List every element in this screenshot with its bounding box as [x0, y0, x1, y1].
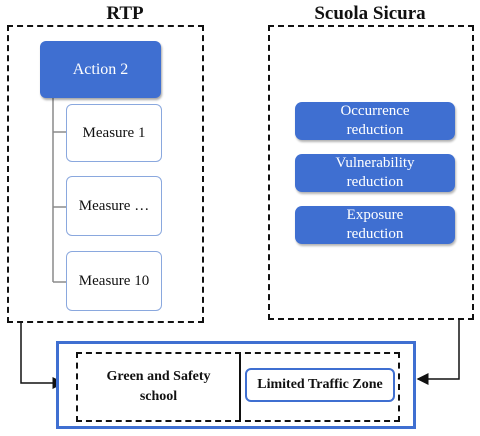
rtp-panel [7, 25, 204, 323]
vulnerability-line1: Vulnerability [335, 155, 415, 171]
vulnerability-reduction-box: Vulnerability reduction [295, 154, 455, 192]
vulnerability-line2: reduction [346, 174, 404, 190]
exposure-reduction-box: Exposure reduction [295, 206, 455, 244]
exposure-line1: Exposure [346, 207, 404, 223]
limited-traffic-zone-box: Limited Traffic Zone [245, 368, 395, 402]
green-line1: Green and Safety [106, 369, 211, 384]
measure-10-box: Measure 10 [66, 251, 162, 311]
green-and-safety-school-label: Green and Safety school [80, 356, 237, 418]
measure-dots-box: Measure … [66, 176, 162, 236]
scuola-sicura-panel [268, 25, 474, 320]
green-line2: school [139, 389, 178, 404]
scuola-sicura-title: Scuola Sicura [314, 3, 426, 24]
bottom-inner-dashed-box [76, 352, 400, 422]
occurrence-line2: reduction [346, 122, 404, 138]
action-2-box: Action 2 [40, 41, 161, 98]
occurrence-reduction-box: Occurrence reduction [295, 102, 455, 140]
exposure-line2: reduction [346, 226, 404, 242]
rtp-title: RTP [106, 3, 144, 24]
occurrence-line1: Occurrence [340, 103, 410, 119]
rtp-to-bottom-arrow [20, 323, 65, 389]
measure-1-box: Measure 1 [66, 104, 162, 162]
bottom-divider [239, 352, 241, 422]
scuola-to-bottom-arrow [416, 320, 460, 385]
